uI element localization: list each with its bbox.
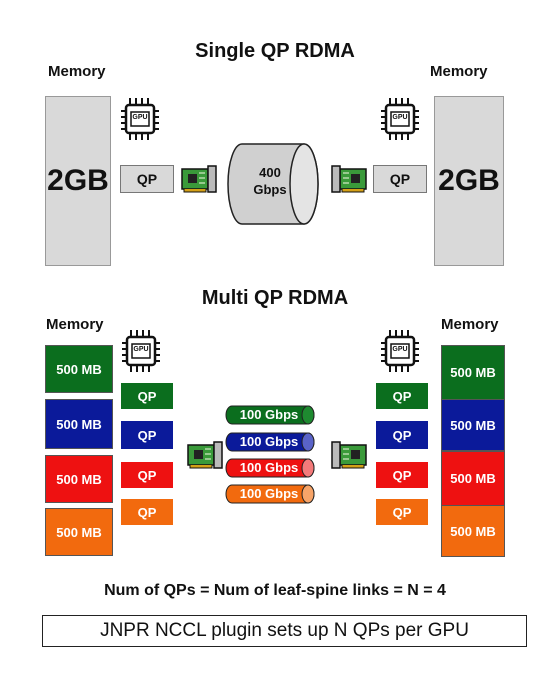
qp-right: QP [376, 499, 428, 525]
qp-left: QP [121, 421, 173, 449]
gpu-chip-icon: GPU [380, 328, 420, 374]
nic-card-icon [180, 164, 218, 194]
qp-right: QP [376, 383, 428, 409]
memory-chunk-right: 500 MB [441, 345, 505, 400]
plugin-note: JNPR NCCL plugin sets up N QPs per GPU [42, 615, 527, 647]
gpu-chip-icon: GPU [121, 328, 161, 374]
gpu-chip-label: GPU [392, 114, 408, 121]
gpu-chip-icon: GPU [380, 96, 420, 142]
single-link-speed-unit: Gbps [253, 182, 287, 197]
single-link-cylinder: 400 Gbps [222, 140, 322, 228]
multi-memory-label-left: Memory [46, 316, 104, 333]
single-link-speed-value: 400 [259, 165, 281, 180]
memory-chunk-left: 500 MB [45, 508, 113, 556]
single-qp-right: QP [373, 165, 427, 193]
single-memory-size-left: 2GB [47, 164, 109, 197]
single-memory-block-left: 2GB [45, 96, 111, 266]
qp-left: QP [121, 462, 173, 488]
memory-chunk-right: 500 MB [441, 451, 505, 506]
memory-chunk-left: 500 MB [45, 345, 113, 393]
single-memory-block-right: 2GB [434, 96, 504, 266]
link-speed-label: 100 Gbps [239, 460, 299, 475]
qp-left: QP [121, 383, 173, 409]
single-qp-left: QP [120, 165, 174, 193]
link-pipe: 100 Gbps [225, 484, 316, 504]
gpu-chip-label: GPU [132, 114, 148, 121]
single-memory-label-right: Memory [430, 63, 488, 80]
memory-chunk-right: 500 MB [441, 399, 505, 451]
nic-card-icon [330, 164, 368, 194]
gpu-chip-label: GPU [133, 346, 149, 353]
link-pipe: 100 Gbps [225, 405, 316, 425]
link-speed-label: 100 Gbps [239, 407, 299, 422]
link-speed-label: 100 Gbps [239, 434, 299, 449]
multi-qp-title: Multi QP RDMA [201, 287, 349, 309]
multi-memory-label-right: Memory [441, 316, 499, 333]
nic-card-icon [186, 440, 224, 470]
link-speed-label: 100 Gbps [239, 486, 299, 501]
memory-chunk-left: 500 MB [45, 399, 113, 449]
qp-right: QP [376, 421, 428, 449]
link-pipe: 100 Gbps [225, 458, 316, 478]
gpu-chip-label: GPU [392, 346, 408, 353]
single-memory-label-left: Memory [48, 63, 106, 80]
single-memory-size-right: 2GB [438, 164, 500, 197]
gpu-chip-icon: GPU [120, 96, 160, 142]
link-pipe: 100 Gbps [225, 432, 316, 452]
qp-count-caption: Num of QPs = Num of leaf-spine links = N… [104, 582, 446, 599]
nic-card-icon [330, 440, 368, 470]
memory-chunk-right: 500 MB [441, 505, 505, 557]
single-qp-title: Single QP RDMA [195, 40, 355, 62]
memory-chunk-left: 500 MB [45, 455, 113, 503]
qp-left: QP [121, 499, 173, 525]
qp-right: QP [376, 462, 428, 488]
